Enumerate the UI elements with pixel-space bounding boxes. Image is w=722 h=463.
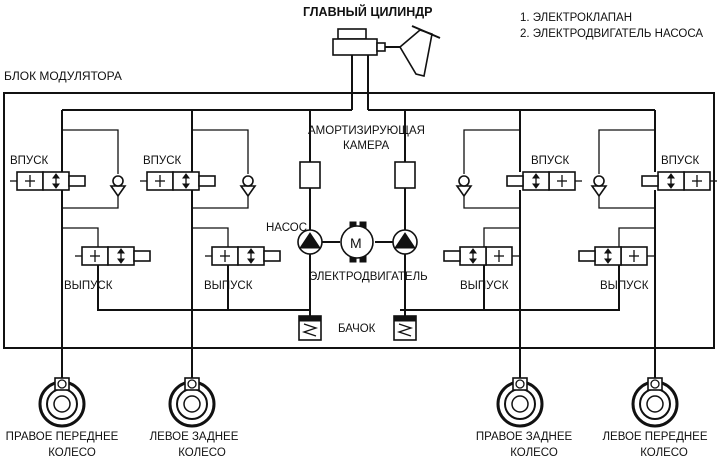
modulator-block-label: БЛОК МОДУЛЯТОРА <box>4 69 122 83</box>
front-left-wheel-icon <box>631 376 679 428</box>
left-inlet-check-valves <box>62 129 257 209</box>
left-reservoir-icon <box>298 315 322 341</box>
right-inlet-check-valves <box>455 129 655 209</box>
rear-right-wheel-label-1: ПРАВОЕ ЗАДНЕЕ <box>476 431 573 443</box>
right-damper-chamber <box>394 110 416 230</box>
rear-left-wheel-icon <box>168 376 216 428</box>
left-damper-chamber <box>299 110 321 230</box>
inlet-label-1: ВПУСК <box>10 155 49 167</box>
master-cylinder-label: ГЛАВНЫЙ ЦИЛИНДР <box>303 4 432 19</box>
inlet-valve-rear-left <box>9 171 86 191</box>
inlet-valve-front-left <box>641 171 718 191</box>
motor-icon <box>340 225 374 259</box>
outlet-valve-4 <box>578 246 655 266</box>
outlet-label-4: ВЫПУСК <box>600 280 649 292</box>
motor-letter: М <box>350 235 362 251</box>
inlet-label-2: ВПУСК <box>143 155 182 167</box>
reservoir-label: БАЧОК <box>338 323 376 335</box>
rear-left-wheel-label-2: КОЛЕСО <box>178 447 226 459</box>
outlet-lines <box>62 227 655 311</box>
outlet-label-2: ВЫПУСК <box>204 280 253 292</box>
front-left-wheel-label-1: ЛЕВОЕ ПЕРЕДНЕЕ <box>602 431 707 443</box>
motor-label: ЭЛЕКТРОДВИГАТЕЛЬ <box>309 271 428 283</box>
pump-label: НАСОС <box>266 222 307 234</box>
damper-chamber-label-line2: КАМЕРА <box>343 140 390 152</box>
outlet-valve-2 <box>204 246 281 266</box>
inlet-valve-front-right <box>139 171 216 191</box>
right-reservoir-icon <box>393 315 417 341</box>
legend-item-2: 2. ЭЛЕКТРОДВИГАТЕЛЬ НАСОСА <box>520 28 703 40</box>
inlet-label-3: ВПУСК <box>531 155 570 167</box>
rear-left-wheel-label-1: ЛЕВОЕ ЗАДНЕЕ <box>150 431 239 443</box>
outlet-valve-3 <box>443 246 520 266</box>
outlet-label-3: ВЫПУСК <box>460 280 509 292</box>
master-cylinder-icon <box>332 25 441 77</box>
front-right-wheel-icon <box>38 376 86 428</box>
front-right-wheel-label-2: КОЛЕСО <box>48 447 96 459</box>
outlet-label-1: ВЫПУСК <box>64 280 113 292</box>
front-right-wheel-label-1: ПРАВОЕ ПЕРЕДНЕЕ <box>6 431 119 443</box>
pump-motor-assembly <box>297 221 418 318</box>
rear-right-wheel-icon <box>496 376 544 428</box>
legend-item-1: 1. ЭЛЕКТРОКЛАПАН <box>520 12 632 24</box>
damper-chamber-label-line1: АМОРТИЗИРУЮЩАЯ <box>308 125 425 137</box>
inlet-label-4: ВПУСК <box>661 155 700 167</box>
inlet-valve-rear-right <box>506 171 583 191</box>
rear-right-wheel-label-2: КОЛЕСО <box>510 447 558 459</box>
modulator-block-frame <box>3 92 715 349</box>
front-left-wheel-label-2: КОЛЕСО <box>640 447 688 459</box>
outlet-valve-1 <box>74 246 151 266</box>
